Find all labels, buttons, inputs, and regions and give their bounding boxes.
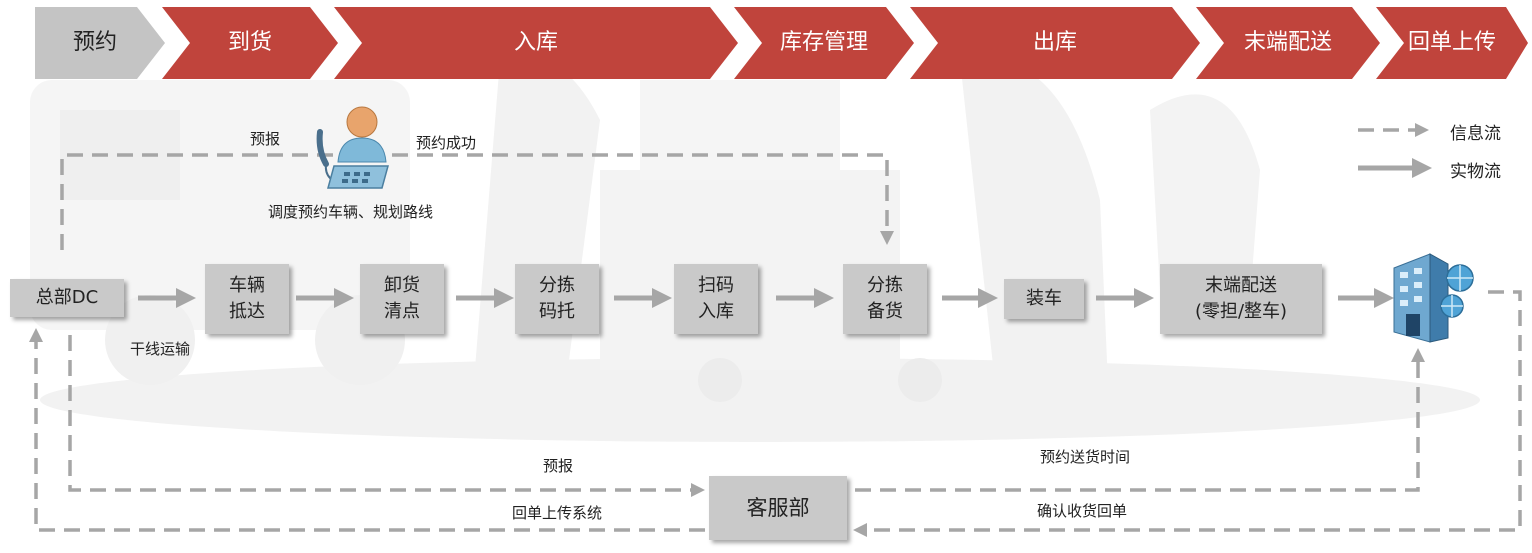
forecast-bottom-label: 预报 xyxy=(543,457,574,475)
stage-label: 预约 xyxy=(72,30,117,55)
building-network-icon xyxy=(1393,253,1474,343)
stage-chevron-lastmile xyxy=(1196,7,1380,79)
sort-pick-box: 分拣 备货 xyxy=(843,264,927,334)
stage-chevron-inbound xyxy=(334,7,738,79)
last-mile-delivery-box: 末端配送 (零担/整车) xyxy=(1160,264,1322,334)
stage-label: 库存管理 xyxy=(779,30,868,55)
unload-count-box: 卸货 清点 xyxy=(360,264,444,334)
stage-chevron-arrival xyxy=(162,7,338,79)
vehicle-arrival-box: 车辆 抵达 xyxy=(205,264,289,334)
stage-chevron-outbound xyxy=(910,7,1200,79)
stage-chevron-bar xyxy=(35,7,1528,79)
delivery-time-label: 预约送货时间 xyxy=(1040,448,1131,466)
loading-box: 装车 xyxy=(1004,279,1084,319)
stage-label: 出库 xyxy=(1032,30,1077,55)
stage-chevron-receipt xyxy=(1376,7,1528,79)
hq-dc-box: 总部DC xyxy=(10,279,124,317)
stage-label: 到货 xyxy=(227,30,272,55)
stage-label: 末端配送 xyxy=(1243,30,1332,55)
legend-physical-flow: 实物流 xyxy=(1450,162,1501,182)
physical-flow-arrows xyxy=(138,158,1432,308)
sort-pallet-box: 分拣 码托 xyxy=(515,264,599,334)
stage-label: 回单上传 xyxy=(1407,30,1496,55)
forecast-top-label: 预报 xyxy=(250,130,281,148)
trunk-transport-label: 干线运输 xyxy=(130,340,191,358)
customer-service-box: 客服部 xyxy=(709,476,847,540)
dispatcher-phone-icon xyxy=(316,106,389,189)
stage-chevron-booking xyxy=(35,7,165,79)
scan-inbound-box: 扫码 入库 xyxy=(674,264,758,334)
stage-label: 入库 xyxy=(513,30,558,55)
info-flow-lines xyxy=(29,123,1522,537)
legend-info-flow: 信息流 xyxy=(1450,124,1501,144)
booking-success-label: 预约成功 xyxy=(416,134,477,152)
stage-chevron-inventory xyxy=(734,7,914,79)
dispatch-label: 调度预约车辆、规划路线 xyxy=(268,203,434,221)
receipt-upload-label: 回单上传系统 xyxy=(512,504,603,522)
confirm-receipt-label: 确认收货回单 xyxy=(1037,502,1128,520)
